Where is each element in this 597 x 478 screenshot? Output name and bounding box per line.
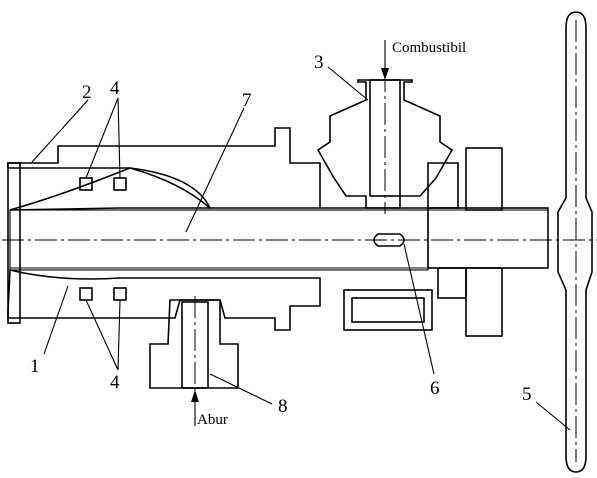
leader-lines: [31, 40, 571, 431]
callout-1: 1: [30, 356, 40, 377]
fuel-label: Combustibil: [392, 40, 466, 56]
callout-6: 6: [430, 378, 440, 399]
callout-8: 8: [278, 396, 288, 417]
callout-4-top: 4: [110, 78, 120, 99]
swirl-channels: [79, 177, 127, 301]
callout-2: 2: [82, 82, 92, 103]
handwheel: [557, 11, 593, 473]
flange: [437, 147, 503, 337]
callout-5: 5: [522, 384, 532, 405]
packing-gland: [343, 289, 433, 331]
callout-3: 3: [314, 52, 324, 73]
fuel-inlet-fitting: [316, 70, 454, 214]
callout-4-bottom: 4: [110, 372, 120, 393]
burner-body: [7, 127, 459, 331]
callout-7: 7: [242, 90, 252, 111]
shaft-slot: [373, 233, 405, 247]
steam-label: Abur: [197, 412, 228, 428]
spindle: [9, 207, 549, 271]
steam-inlet-fitting: [149, 296, 239, 392]
